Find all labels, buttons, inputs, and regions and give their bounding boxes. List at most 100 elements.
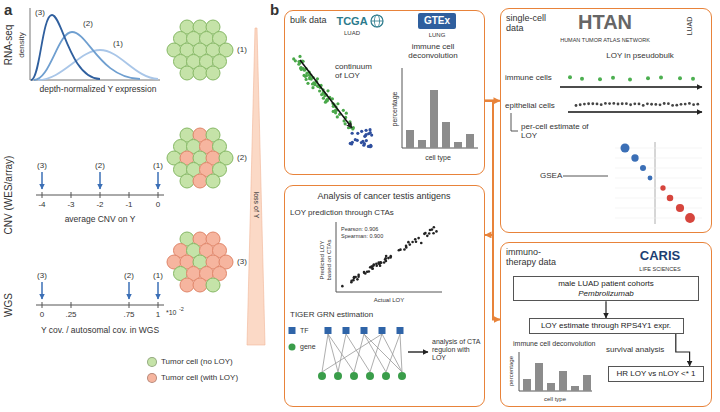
- trend-arrow: [560, 86, 702, 87]
- scatter-dot: [334, 111, 337, 114]
- scatter-dot: [336, 115, 339, 118]
- logo-text: HTAN: [578, 11, 632, 34]
- section-heading: LOY prediction through CTAs: [290, 208, 394, 217]
- row-title: CNV (WES/array): [3, 156, 15, 235]
- bar: [430, 90, 438, 148]
- scatter-dot: [294, 59, 297, 62]
- panel-letter: a: [4, 1, 12, 18]
- scatter-dot: [407, 241, 410, 244]
- pointer-arrow: [99, 172, 101, 189]
- tick-label: -3: [67, 200, 74, 209]
- logo-text: TCGA: [336, 15, 367, 28]
- scatter-dot: [371, 267, 374, 270]
- scatter-dot: [385, 255, 388, 258]
- network-link: [364, 334, 402, 372]
- scatter-dot: [403, 248, 406, 251]
- tick-label: .25: [65, 310, 76, 319]
- network-link: [346, 334, 370, 372]
- cell-dot: [638, 103, 641, 106]
- bar: [559, 371, 567, 391]
- scatter-dot: [417, 237, 420, 240]
- box-title: Analysis of cancer testis antigens: [285, 191, 483, 201]
- connector-arrow: [485, 101, 493, 235]
- axis-label: Actual LOY: [374, 297, 404, 304]
- box-text: male LUAD patient cohorts: [520, 279, 692, 289]
- leader-line: [511, 113, 518, 131]
- box-title: immuno-therapy data: [506, 247, 570, 268]
- tumor-cell: [180, 278, 194, 292]
- cell-dot: [583, 103, 586, 106]
- scatter-dot: [353, 276, 356, 279]
- scatter-dot: [364, 129, 367, 132]
- flow-arrow: [408, 351, 428, 352]
- annotation: epithelial cells: [505, 101, 555, 110]
- callout-number: (1): [113, 39, 123, 48]
- cell-dot: [608, 102, 611, 105]
- scatter-dot: [360, 130, 363, 133]
- gsea-dotplot: [615, 144, 702, 223]
- cell-dot: [654, 103, 657, 106]
- gene-symbol: [382, 372, 390, 380]
- leader-line: [563, 176, 608, 177]
- gsea-dot: [667, 195, 674, 202]
- box-title: single-cell data: [506, 13, 558, 34]
- annotation: continuum of LOY: [335, 62, 380, 80]
- axis-label: cell type: [544, 396, 566, 403]
- scatter-dot: [433, 226, 436, 229]
- cell-dot: [696, 103, 699, 106]
- chart-axes: [402, 68, 478, 148]
- scatter-dot: [405, 246, 408, 249]
- grid-line: [615, 188, 702, 189]
- density-curve: [38, 50, 158, 80]
- annotation: per-cell estimate of LOY: [521, 122, 593, 140]
- tumor-cell: [193, 66, 207, 80]
- scatter-dot: [302, 74, 305, 77]
- scatter-dot: [420, 242, 423, 245]
- cell-dot: [633, 102, 636, 105]
- cell-dot: [612, 102, 615, 105]
- scatter-dot: [342, 109, 345, 112]
- box-text: Pembrolizumab: [520, 289, 692, 299]
- cell-dot: [598, 77, 602, 81]
- tumor-cell: [193, 174, 207, 188]
- cell-dot: [600, 103, 603, 106]
- tf-symbol: [379, 327, 386, 334]
- scatter-dot: [336, 102, 339, 105]
- cell-dot: [591, 102, 594, 105]
- plot-axes: [30, 8, 160, 80]
- pointer-arrow: [41, 172, 43, 189]
- scatter-dot: [369, 144, 372, 147]
- cell-dot: [629, 103, 632, 106]
- grid-line: [615, 158, 702, 159]
- tf-symbol: [289, 327, 296, 334]
- key-label: TF: [300, 327, 309, 335]
- result-box: HR LOY vs nLOY <* 1: [608, 366, 704, 382]
- logo-text: LIFE SCIENCES: [639, 266, 680, 272]
- scatter-dot: [351, 132, 354, 135]
- callout-number: (3): [237, 257, 247, 266]
- cell-dot: [628, 78, 632, 82]
- callout-number: (1): [153, 271, 163, 280]
- scatter-dot: [299, 66, 302, 69]
- scatter-dot: [350, 142, 353, 145]
- gene-symbol: [350, 372, 358, 380]
- callout-number: (2): [124, 271, 134, 280]
- cell-dot: [617, 103, 620, 106]
- cell-dot: [663, 102, 666, 105]
- statistic: Spearman: 0.900: [341, 233, 383, 239]
- scatter-dot: [378, 262, 381, 265]
- bar: [535, 363, 543, 391]
- callout-number: (2): [95, 161, 105, 170]
- scatter-dot: [369, 145, 372, 148]
- tick-label: 0: [156, 200, 160, 209]
- cell-dot: [575, 104, 578, 107]
- section-heading: TIGER GRN estimation: [290, 310, 373, 319]
- legend-text: Tumor cell (no LOY): [161, 357, 233, 366]
- network-link: [386, 334, 400, 372]
- gradient-triangle: [247, 28, 265, 345]
- cell-dot: [684, 103, 687, 106]
- cell-dot: [621, 102, 624, 105]
- tick-label: 0: [40, 310, 44, 319]
- scatter-dot: [423, 233, 426, 236]
- scatter-dot: [389, 255, 392, 258]
